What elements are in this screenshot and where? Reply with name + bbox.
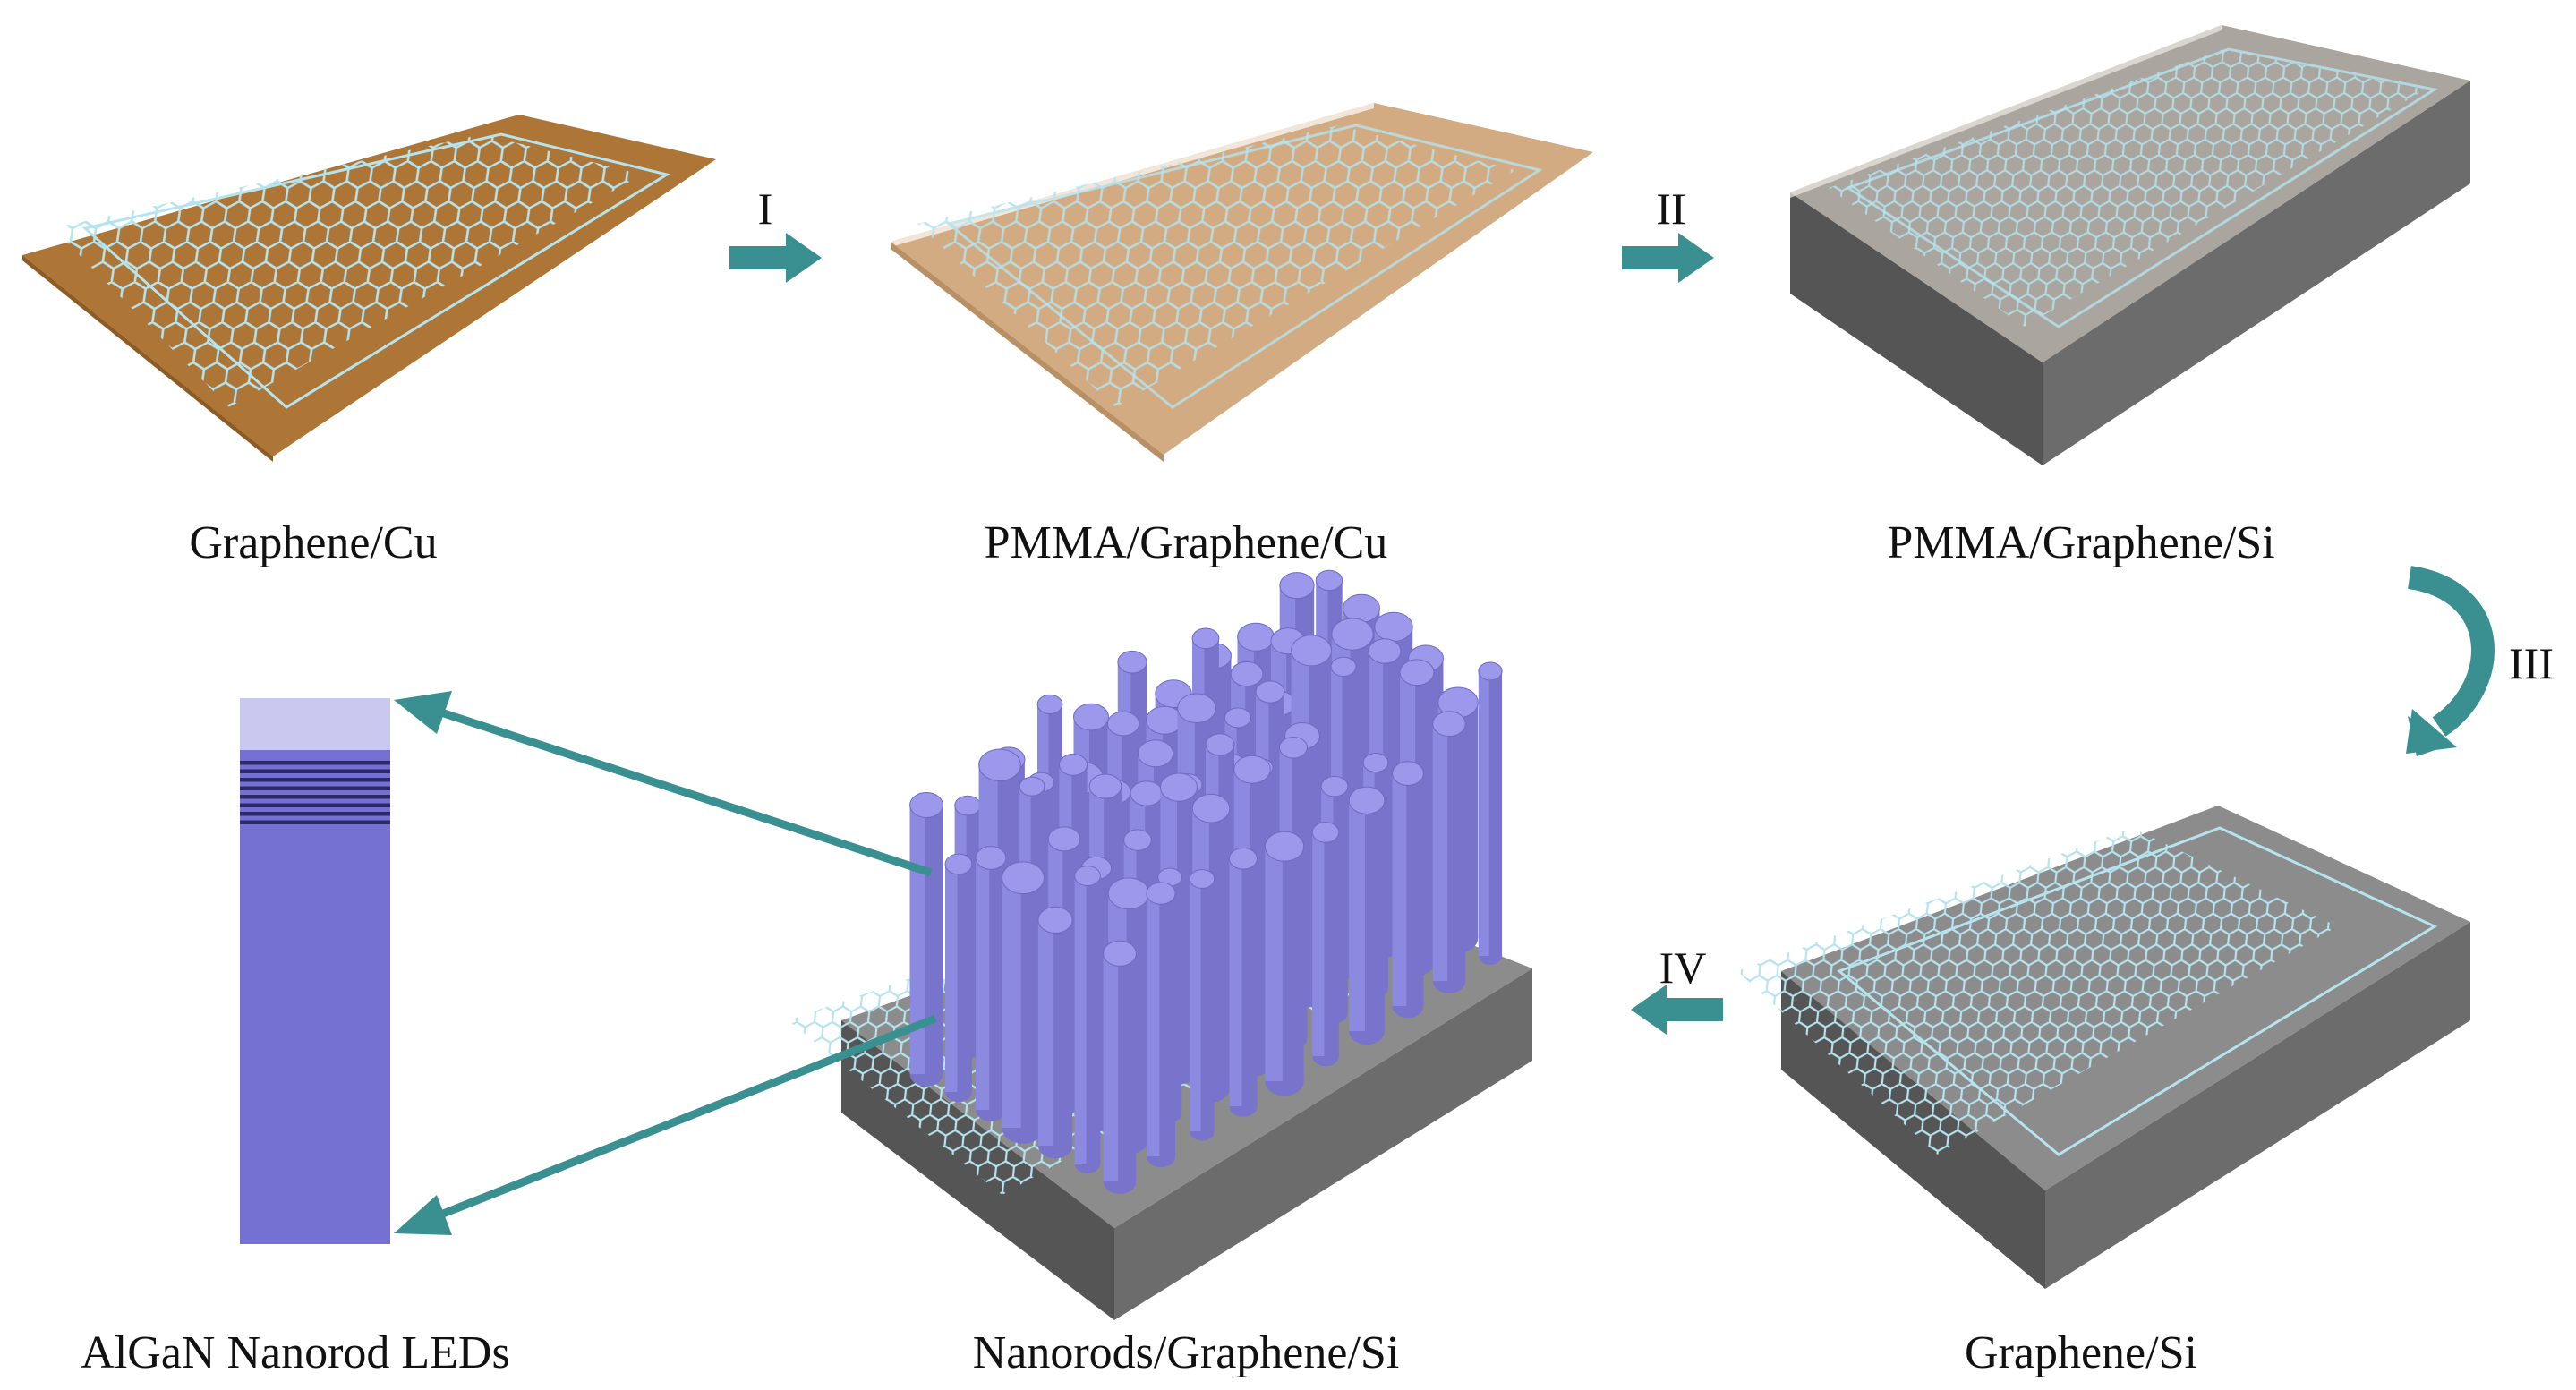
nanorod xyxy=(975,846,1007,1121)
arrow-step-2: II xyxy=(1622,183,1714,283)
step-2-label: II xyxy=(1656,183,1685,234)
si-wafer-front-3 xyxy=(1790,192,2043,465)
arrow-step-3: III xyxy=(2406,566,2554,756)
zoom-arrowhead-bottom xyxy=(394,1195,452,1235)
quantum-well-band xyxy=(240,786,390,790)
quantum-well-band xyxy=(240,803,390,807)
panel-pmma-graphene-cu xyxy=(891,103,1593,462)
nanorod-array xyxy=(909,569,1503,1195)
led-top-layer xyxy=(240,698,390,750)
nanorod xyxy=(1037,906,1073,1159)
quantum-well-band xyxy=(240,761,390,765)
nanorod xyxy=(1432,711,1466,993)
step-4-label: IV xyxy=(1659,942,1707,993)
si-wafer-side-4 xyxy=(2045,922,2470,1289)
pmma-copper-edge xyxy=(891,242,1164,462)
nanorod xyxy=(1348,786,1386,1045)
arrow-step-1: I xyxy=(729,183,822,283)
quantum-well-band xyxy=(240,795,390,799)
arrow-step-4: IV xyxy=(1631,942,1723,1035)
nanorod xyxy=(1189,869,1215,1141)
nanorod xyxy=(1074,866,1101,1173)
quantum-well-band xyxy=(240,769,390,773)
quantum-well-band xyxy=(240,778,390,782)
quantum-well-band xyxy=(240,812,390,816)
caption-pmma-graphene-cu: PMMA/Graphene/Cu xyxy=(985,517,1388,568)
panel-pmma-graphene-si xyxy=(1790,25,2470,465)
caption-nanorods-graphene-si: Nanorods/Graphene/Si xyxy=(973,1327,1400,1378)
nanorod xyxy=(1103,940,1137,1195)
copper-foil-edge xyxy=(22,255,273,462)
si-wafer-side-3 xyxy=(2043,81,2470,465)
caption-graphene-si: Graphene/Si xyxy=(1965,1327,2197,1378)
step-1-label: I xyxy=(758,183,773,234)
zoom-arrows xyxy=(394,691,937,1235)
nanorod xyxy=(1146,882,1176,1168)
zoom-arrow-top xyxy=(437,707,933,877)
panel-nanorods-graphene-si xyxy=(769,569,1532,1320)
nanorod xyxy=(1228,848,1258,1117)
nanorod xyxy=(909,792,943,1087)
nanorod xyxy=(944,853,973,1103)
caption-algan-leds: AlGaN Nanorod LEDs xyxy=(81,1327,509,1378)
nanorod xyxy=(1478,661,1503,965)
led-body xyxy=(240,750,390,1244)
panel-algan-led xyxy=(240,698,390,1244)
zoom-arrow-bottom xyxy=(437,1014,937,1220)
panel-graphene-si xyxy=(1718,806,2470,1289)
pmma-edge xyxy=(1790,25,2222,198)
quantum-well-band xyxy=(240,820,390,824)
si-wafer-side-5 xyxy=(1114,968,1532,1320)
nanorod xyxy=(1392,761,1424,1019)
panel-graphene-cu xyxy=(22,115,716,462)
quantum-well-stack xyxy=(240,761,390,824)
zoom-arrowhead-top xyxy=(394,691,452,734)
caption-pmma-graphene-si: PMMA/Graphene/Si xyxy=(1887,517,2274,568)
caption-graphene-cu: Graphene/Cu xyxy=(189,517,437,568)
nanorod xyxy=(1311,822,1340,1067)
step-3-label: III xyxy=(2509,638,2554,688)
nanorod xyxy=(1001,861,1045,1144)
nanorod xyxy=(1264,831,1305,1096)
